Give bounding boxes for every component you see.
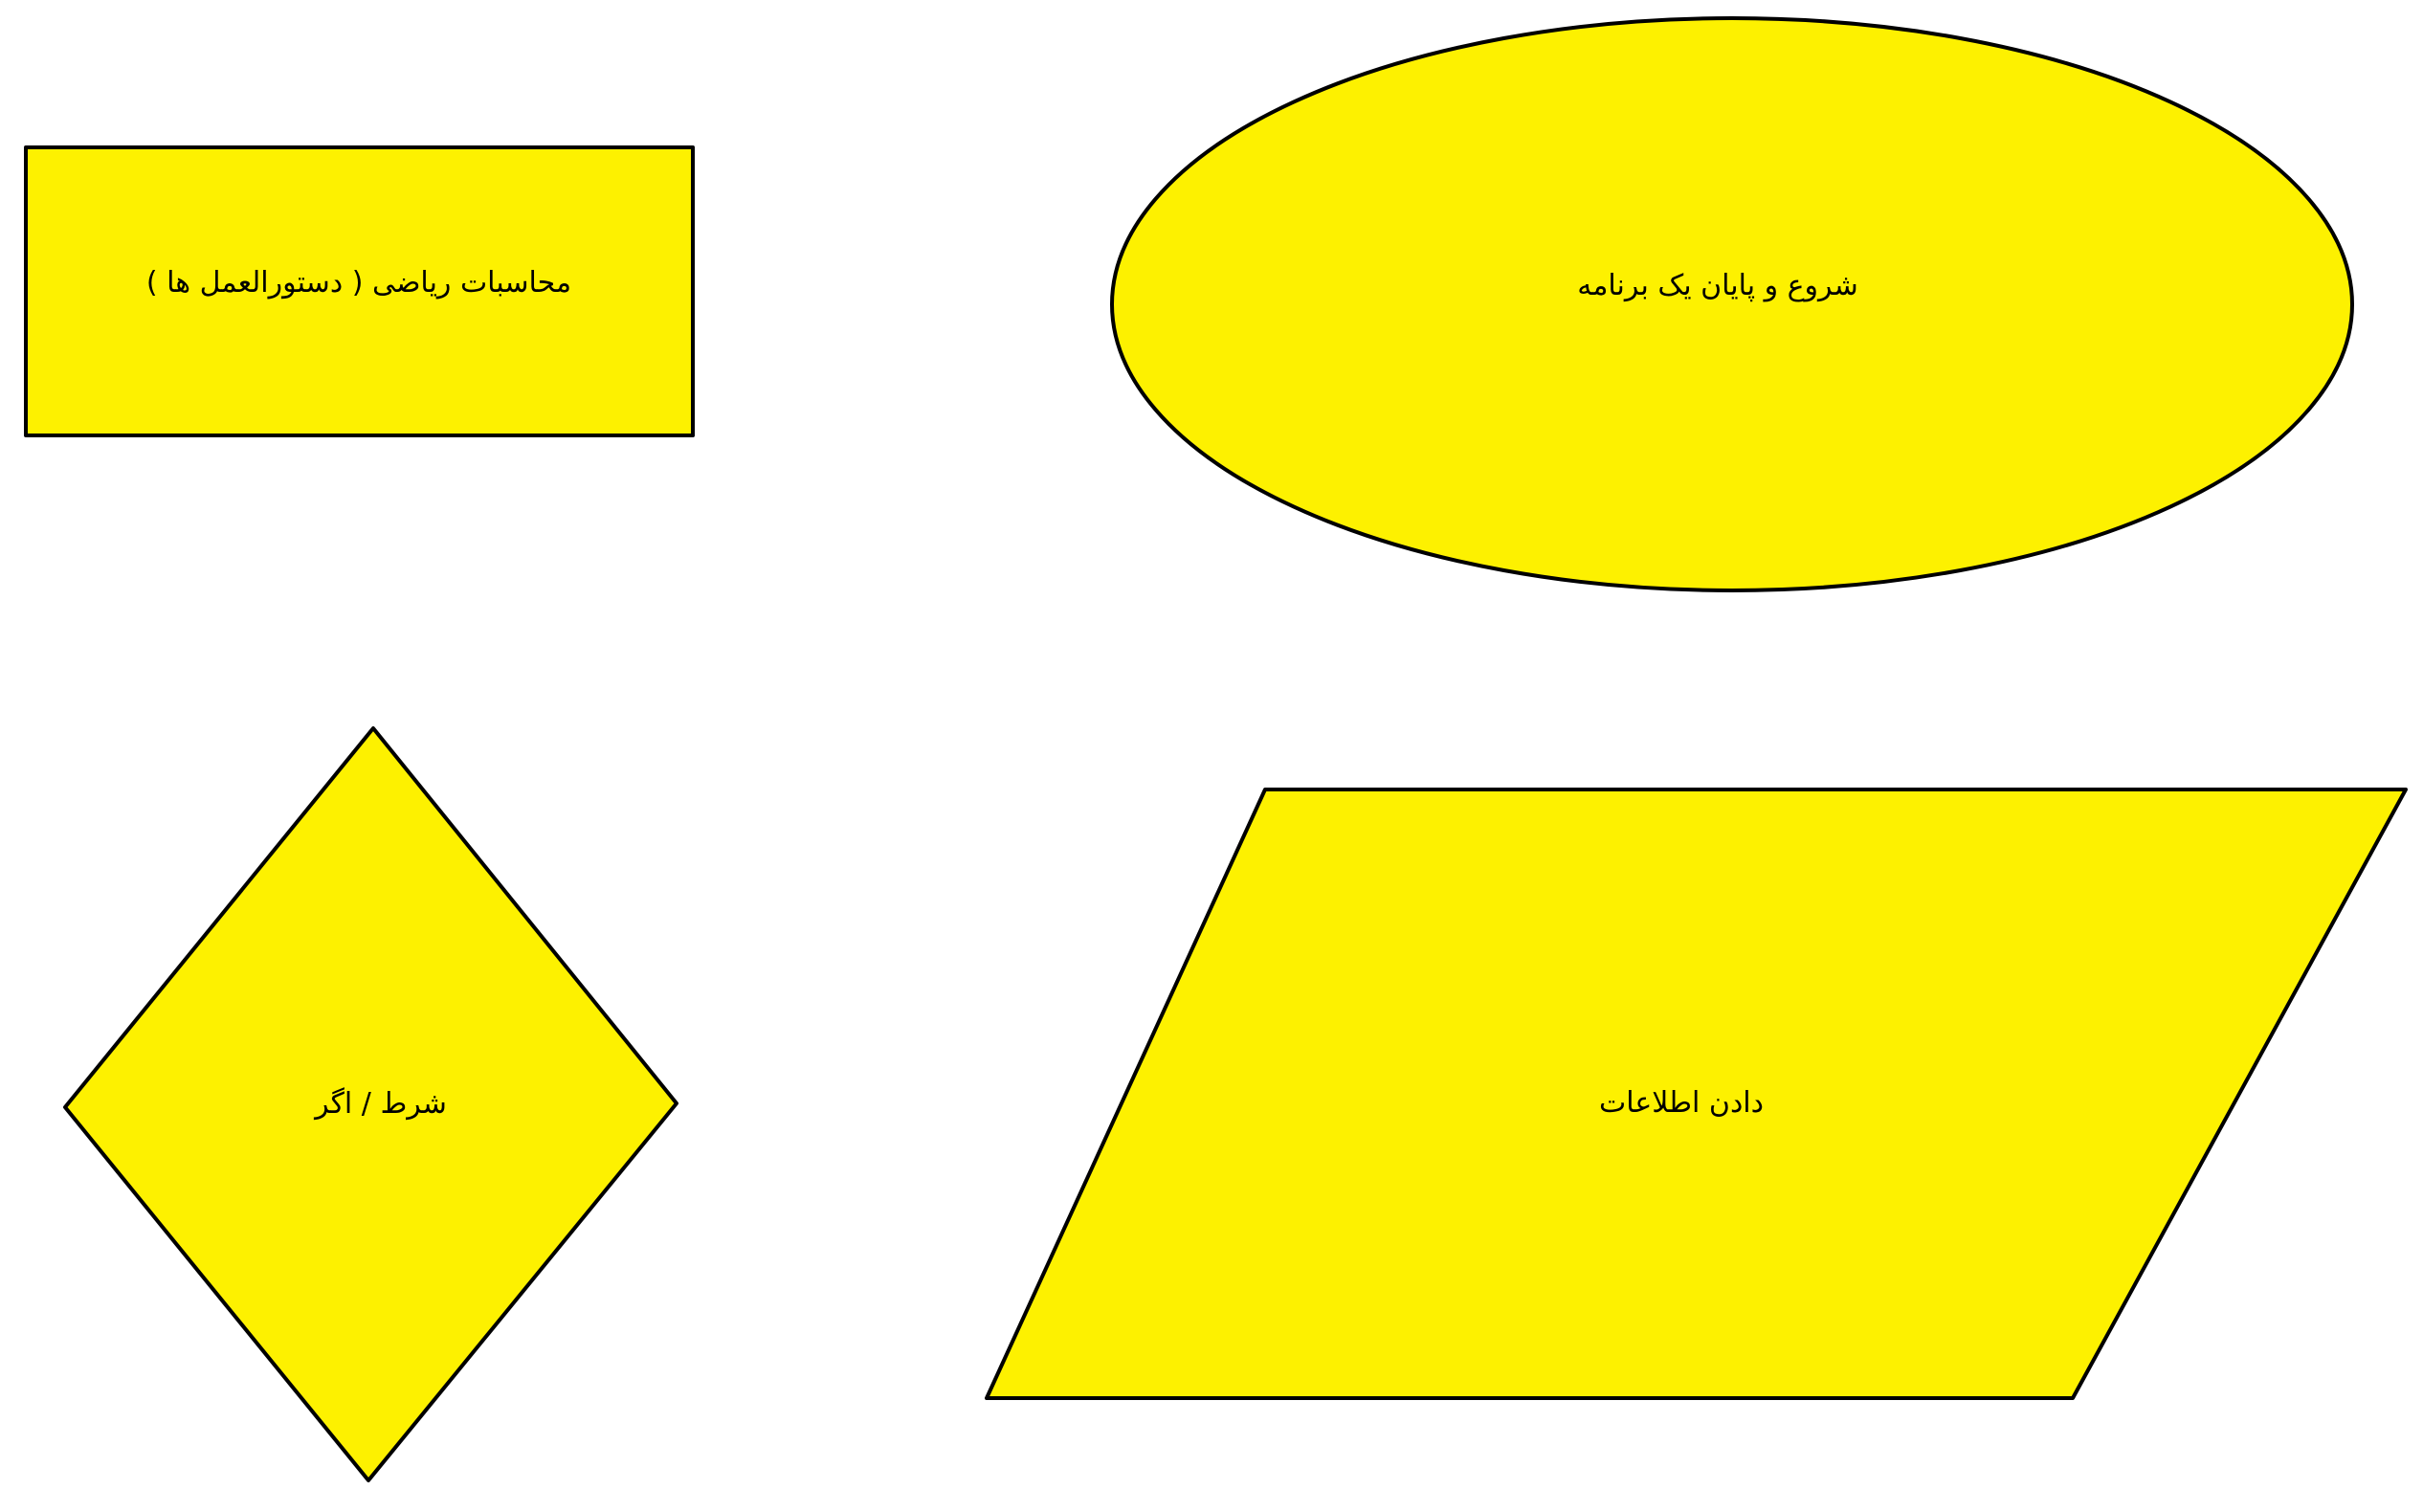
process-label: محاسبات ریاضی ( دستورالعمل ها ) [146, 266, 571, 300]
terminator-symbol: شروع و پایان یک برنامه [1110, 16, 2354, 592]
process-rectangle [24, 145, 695, 437]
process-symbol: محاسبات ریاضی ( دستورالعمل ها ) [24, 145, 695, 437]
io-symbol: دادن اطلاعات [985, 788, 2408, 1400]
terminator-label: شروع و پایان یک برنامه [1577, 269, 1857, 302]
io-parallelogram [985, 788, 2408, 1400]
terminator-ellipse [1110, 16, 2354, 592]
decision-symbol: شرط / اگر [63, 726, 678, 1482]
decision-diamond [63, 726, 678, 1482]
io-label: دادن اطلاعات [1599, 1086, 1764, 1120]
decision-label: شرط / اگر [313, 1087, 447, 1121]
